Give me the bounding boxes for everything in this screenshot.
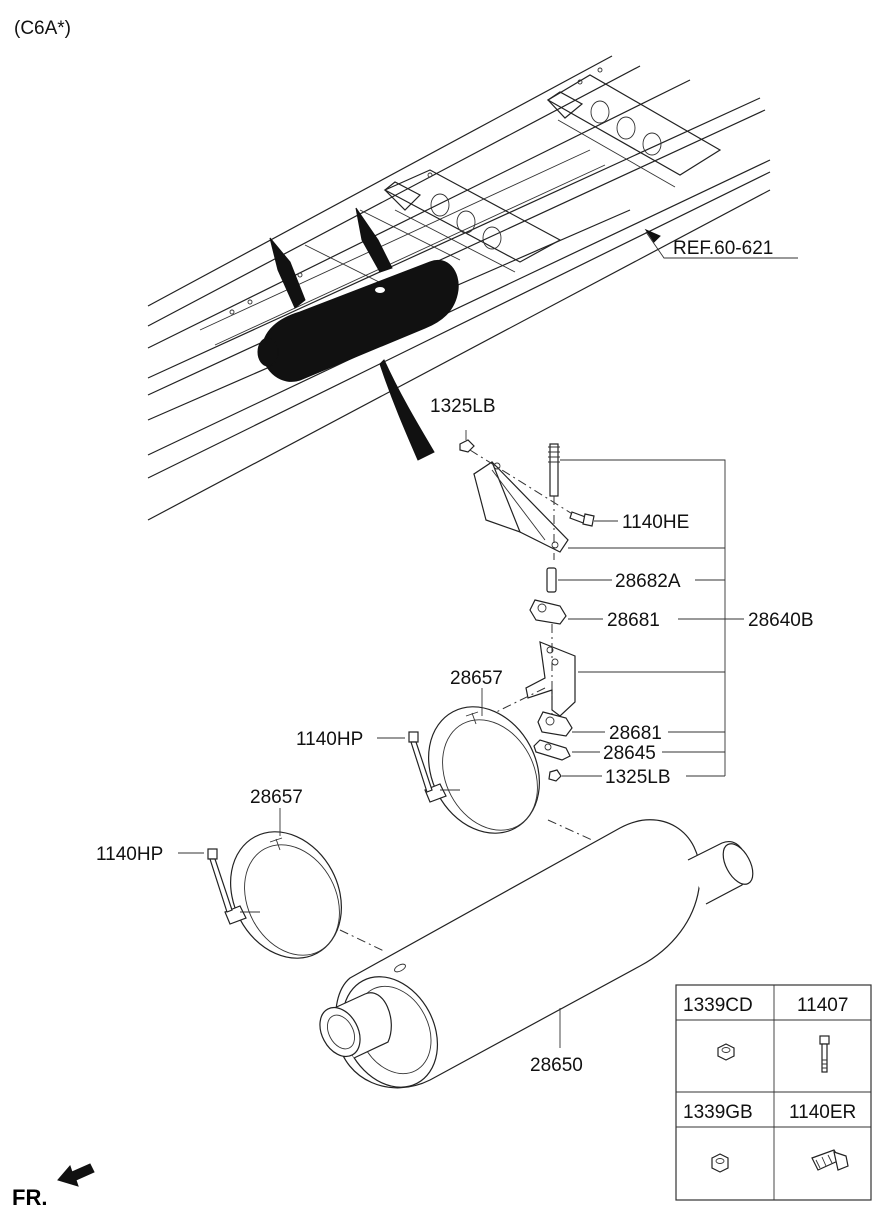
ref-callout: REF.60-621	[644, 228, 798, 259]
label-nut-bottom: 1325LB	[605, 767, 671, 788]
legend-cell-1339cd: 1339CD	[683, 995, 753, 1016]
muffler-28650: 28650	[319, 819, 754, 1089]
label-pin: 28682A	[615, 571, 681, 592]
label-rubber-upper: 28681	[607, 610, 660, 631]
label-band-lower: 28657	[250, 787, 303, 808]
hanger-stud	[548, 443, 560, 560]
nut-1325lb-bottom: 1325LB	[548, 767, 671, 788]
pin-28682a: 28682A	[546, 567, 681, 593]
legend-cell-1140er: 1140ER	[789, 1102, 856, 1123]
nut-1325lb-top: 1325LB	[430, 396, 575, 516]
front-label: FR.	[12, 1185, 47, 1210]
fastener-legend-table: 1339CD 11407 1339GB 1140ER	[675, 984, 872, 1201]
label-washer: 28645	[603, 743, 656, 764]
legend-cell-11407: 11407	[797, 995, 848, 1016]
label-bolt-he: 1140HE	[622, 512, 689, 533]
front-arrow-icon	[57, 1163, 95, 1187]
legend-cell-1339gb: 1339GB	[683, 1102, 753, 1123]
bolt-1140hp-upper: 1140HP	[296, 729, 433, 793]
hex-nut-icon	[717, 1043, 735, 1061]
variant-label: (C6A*)	[14, 18, 71, 39]
hanger-assy-bracket-lines: 28640B	[560, 459, 814, 777]
label-muffler: 28650	[530, 1055, 583, 1076]
chassis-frame	[147, 55, 771, 521]
rubber-28681-lower: 28681	[537, 711, 662, 744]
svg-text:REF.60-621: REF.60-621	[673, 238, 773, 259]
washer-28645: 28645	[533, 739, 656, 764]
band-28657-upper: 28657	[424, 668, 540, 834]
label-bolt-hp-lower: 1140HP	[96, 844, 163, 865]
installed-muffler	[257, 207, 459, 382]
long-bolt-icon	[819, 1035, 830, 1073]
hanger-bracket	[473, 461, 569, 553]
flange-bolt-icon	[811, 1149, 849, 1171]
label-band-upper: 28657	[450, 668, 503, 689]
detail-pointer-arrow	[379, 359, 435, 461]
label-nut-top: 1325LB	[430, 396, 496, 417]
label-hanger-assy: 28640B	[748, 610, 814, 631]
label-bolt-hp-upper: 1140HP	[296, 729, 363, 750]
front-direction: FR.	[12, 1163, 95, 1210]
label-rubber-lower: 28681	[609, 723, 662, 744]
rubber-28681-upper: 28681	[529, 599, 660, 631]
bolt-1140hp-lower: 1140HP	[96, 844, 233, 913]
hex-nut-icon-2	[711, 1153, 729, 1173]
band-28657-lower: 28657	[224, 787, 342, 959]
bolt-1140he: 1140HE	[569, 511, 689, 533]
